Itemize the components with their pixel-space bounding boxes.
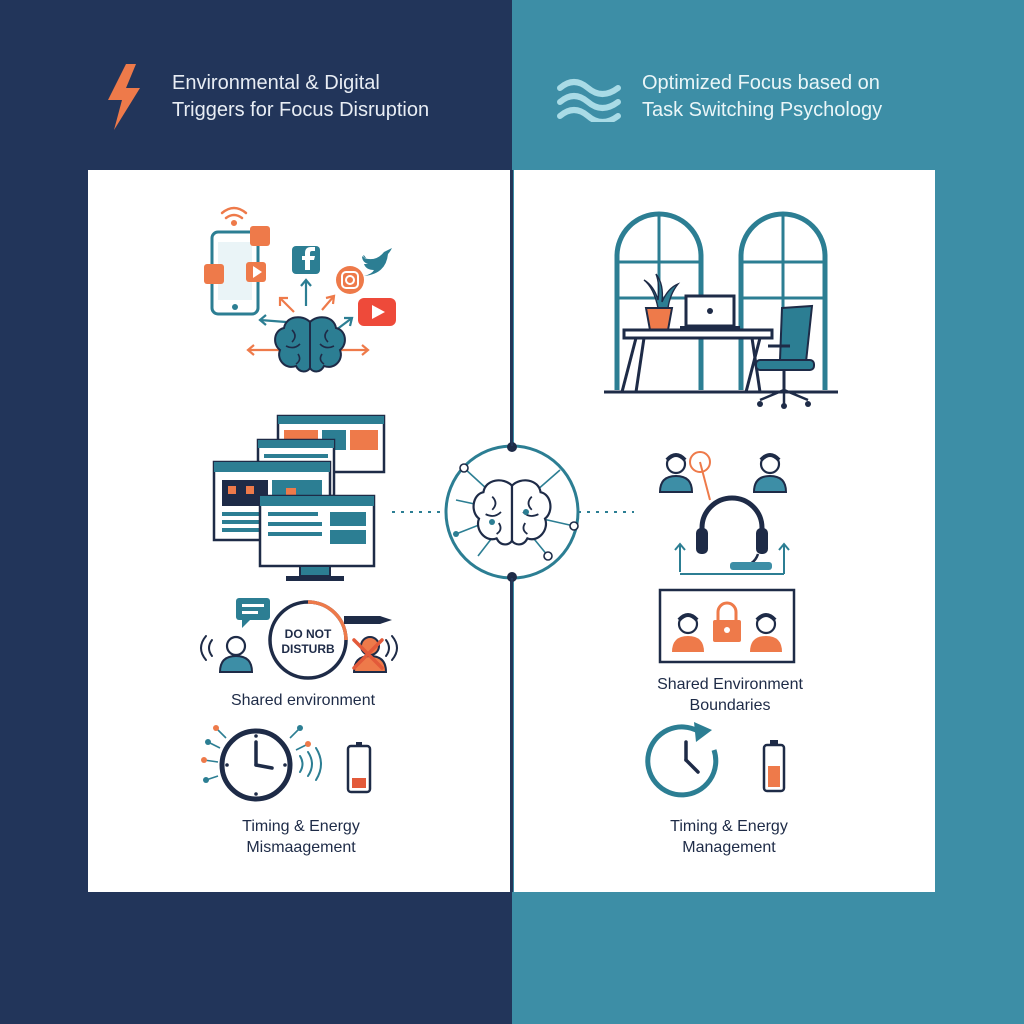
caption-shared-boundaries: Shared Environment Boundaries <box>620 674 840 716</box>
close-icon <box>352 638 384 670</box>
battery-icon <box>346 742 372 794</box>
clock-icon <box>219 728 293 802</box>
left-panel-title: Environmental & Digital Triggers for Foc… <box>172 70 429 124</box>
focused-workspace-group <box>604 211 838 409</box>
dnd-line1: DO NOT <box>285 627 332 641</box>
plant-icon <box>643 273 681 331</box>
window-icon <box>614 211 828 390</box>
instagram-icon <box>336 266 364 294</box>
wifi-icon <box>220 206 248 227</box>
caption-boundaries-line1: Shared Environment <box>657 676 803 693</box>
notification-icon <box>204 264 224 284</box>
left-title-line2: Triggers for Focus Disruption <box>172 99 430 121</box>
person-icon <box>658 453 694 493</box>
lock-icon <box>713 601 741 642</box>
caption-timing-management: Timing & Energy Management <box>614 816 844 858</box>
caption-shared-environment: Shared environment <box>200 690 406 711</box>
twitter-icon <box>362 248 392 276</box>
central-brain-diagram <box>392 170 634 892</box>
do-not-disturb-icon: DO NOT DISTURB <box>268 600 348 680</box>
lightning-icon <box>108 64 140 130</box>
right-card <box>514 170 935 892</box>
sound-waves-icon <box>299 747 322 781</box>
laptop-icon <box>680 294 740 330</box>
caption-timing-line1: Timing & Energy <box>242 818 360 835</box>
right-title-line2: Task Switching Psychology <box>642 99 883 121</box>
office-chair-icon <box>755 304 815 409</box>
monitor-icon <box>258 494 376 581</box>
person-icon <box>752 453 788 493</box>
desk-icon <box>620 328 774 393</box>
person-icon <box>672 613 704 652</box>
left-title-line1: Environmental & Digital <box>172 72 380 94</box>
caption-timing-mismanagement: Timing & Energy Mismaagement <box>196 816 406 858</box>
chat-bubble-icon <box>236 598 270 628</box>
multiple-screens-group <box>212 414 386 581</box>
trigger-arrows <box>246 278 370 356</box>
pen-icon <box>344 616 392 624</box>
waves-icon <box>557 79 621 122</box>
sound-waves-icon <box>200 635 398 661</box>
person-icon <box>218 635 254 673</box>
caption-shared-environment-text: Shared environment <box>230 692 376 709</box>
caption-boundaries-line2: Boundaries <box>689 697 771 714</box>
brain-icon <box>274 316 346 373</box>
right-title-line1: Optimized Focus based on <box>642 72 880 94</box>
social-triggers-group <box>204 206 396 373</box>
headphones-icon <box>696 495 772 570</box>
facebook-icon <box>292 246 320 274</box>
caption-timing-mgmt-line2: Management <box>682 839 776 856</box>
boundaries-group <box>658 451 796 664</box>
youtube-icon <box>358 298 396 326</box>
caption-timing-mgmt-line1: Timing & Energy <box>670 818 788 835</box>
clock-icon <box>645 722 719 798</box>
person-icon <box>750 613 782 652</box>
caption-timing-line2: Mismaagement <box>246 839 356 856</box>
notification-icon <box>250 226 270 246</box>
timing-management-group <box>645 722 786 798</box>
timing-mismanagement-group <box>201 725 372 802</box>
right-panel-title: Optimized Focus based on Task Switching … <box>642 70 882 124</box>
dnd-line2: DISTURB <box>281 642 335 656</box>
battery-icon <box>762 740 786 793</box>
shared-environment-group: DO NOT DISTURB <box>200 598 398 680</box>
